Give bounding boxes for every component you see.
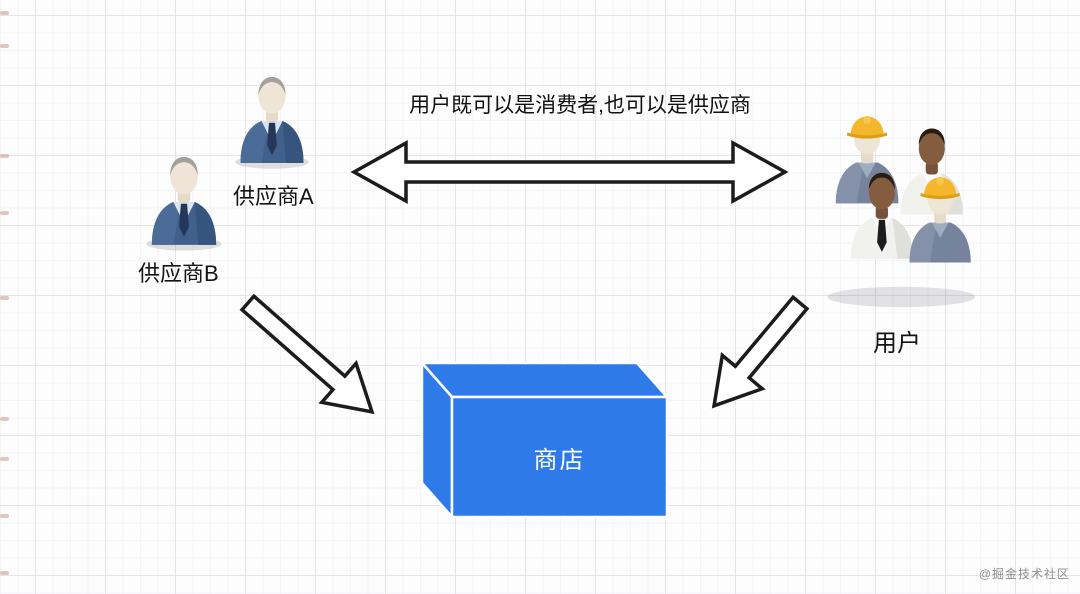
businessman-icon xyxy=(235,76,309,169)
supplier-a-label: 供应商A xyxy=(233,184,314,209)
edge-artifact xyxy=(0,457,9,461)
edge-artifact xyxy=(0,571,9,575)
edge-artifact xyxy=(0,11,9,15)
shop-label: 商店 xyxy=(533,446,586,474)
shop-box-3d xyxy=(420,361,669,519)
annotation-text: 用户既可以是消费者,也可以是供应商 xyxy=(409,94,751,117)
users-label: 用户 xyxy=(873,330,921,357)
arrow-users-to-shop xyxy=(711,294,810,409)
edge-artifact xyxy=(0,211,9,215)
double-arrow xyxy=(350,140,789,204)
arrow-supplier-to-shop xyxy=(239,293,375,415)
supplier-b-label: 供应商B xyxy=(138,261,219,286)
businessman-icon xyxy=(146,156,222,251)
workers-group-icon xyxy=(827,116,976,308)
watermark-text: @掘金技术社区 xyxy=(978,567,1070,581)
shop-box-top-face xyxy=(420,361,669,399)
shop-box-front-face xyxy=(450,395,669,519)
edge-artifact xyxy=(0,417,9,421)
edge-artifact xyxy=(0,44,9,48)
edge-artifact xyxy=(0,296,9,300)
edge-artifact xyxy=(0,514,9,518)
edge-artifact xyxy=(0,154,9,158)
